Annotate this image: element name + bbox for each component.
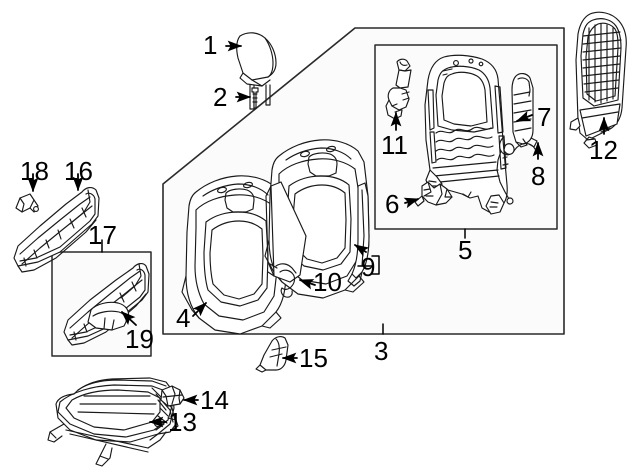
callout-11[interactable]: 11 [381, 130, 408, 160]
callout-16[interactable]: 16 [64, 156, 93, 186]
callout-14[interactable]: 14 [200, 385, 229, 415]
callout-18[interactable]: 18 [20, 156, 49, 186]
part-headrest-guide-bolt [251, 87, 259, 109]
part-seat-cushion-assembly [47, 377, 179, 467]
callout-17[interactable]: 17 [88, 220, 117, 250]
part-seat-back-hinge-cover [255, 336, 289, 373]
callout-3[interactable]: 3 [374, 336, 389, 366]
callout-8[interactable]: 8 [531, 161, 546, 191]
part-seat-recliner-knob-cover [87, 301, 130, 331]
part-seat-track-cover-cap [160, 385, 185, 407]
callout-19[interactable]: 19 [125, 324, 154, 354]
callout-9[interactable]: 9 [361, 252, 376, 282]
part-seat-back-rear-panel-board [569, 11, 627, 149]
callout-7[interactable]: 7 [537, 102, 552, 132]
callout-10[interactable]: 10 [313, 267, 342, 297]
part-recliner-lever-bracket [414, 181, 453, 207]
part-lumbar-support-motor [385, 58, 412, 120]
callout-12[interactable]: 12 [589, 135, 618, 165]
leader-lines [27, 40, 610, 428]
part-seat-back-side-bolster-pad [511, 72, 534, 148]
callout-2[interactable]: 2 [213, 82, 228, 112]
callout-5[interactable]: 5 [458, 235, 473, 265]
part-seat-back-wiring-harness [496, 136, 538, 205]
part-seat-side-shield-clip [15, 193, 39, 213]
callout-13[interactable]: 13 [168, 407, 197, 437]
callout-15[interactable]: 15 [299, 343, 328, 373]
callout-6[interactable]: 6 [385, 189, 400, 219]
part-seat-back-latch-cable [265, 181, 307, 298]
part-seat-cushion-side-shield-rh [13, 186, 100, 273]
callout-4[interactable]: 4 [176, 303, 191, 333]
callout-1[interactable]: 1 [203, 30, 218, 60]
